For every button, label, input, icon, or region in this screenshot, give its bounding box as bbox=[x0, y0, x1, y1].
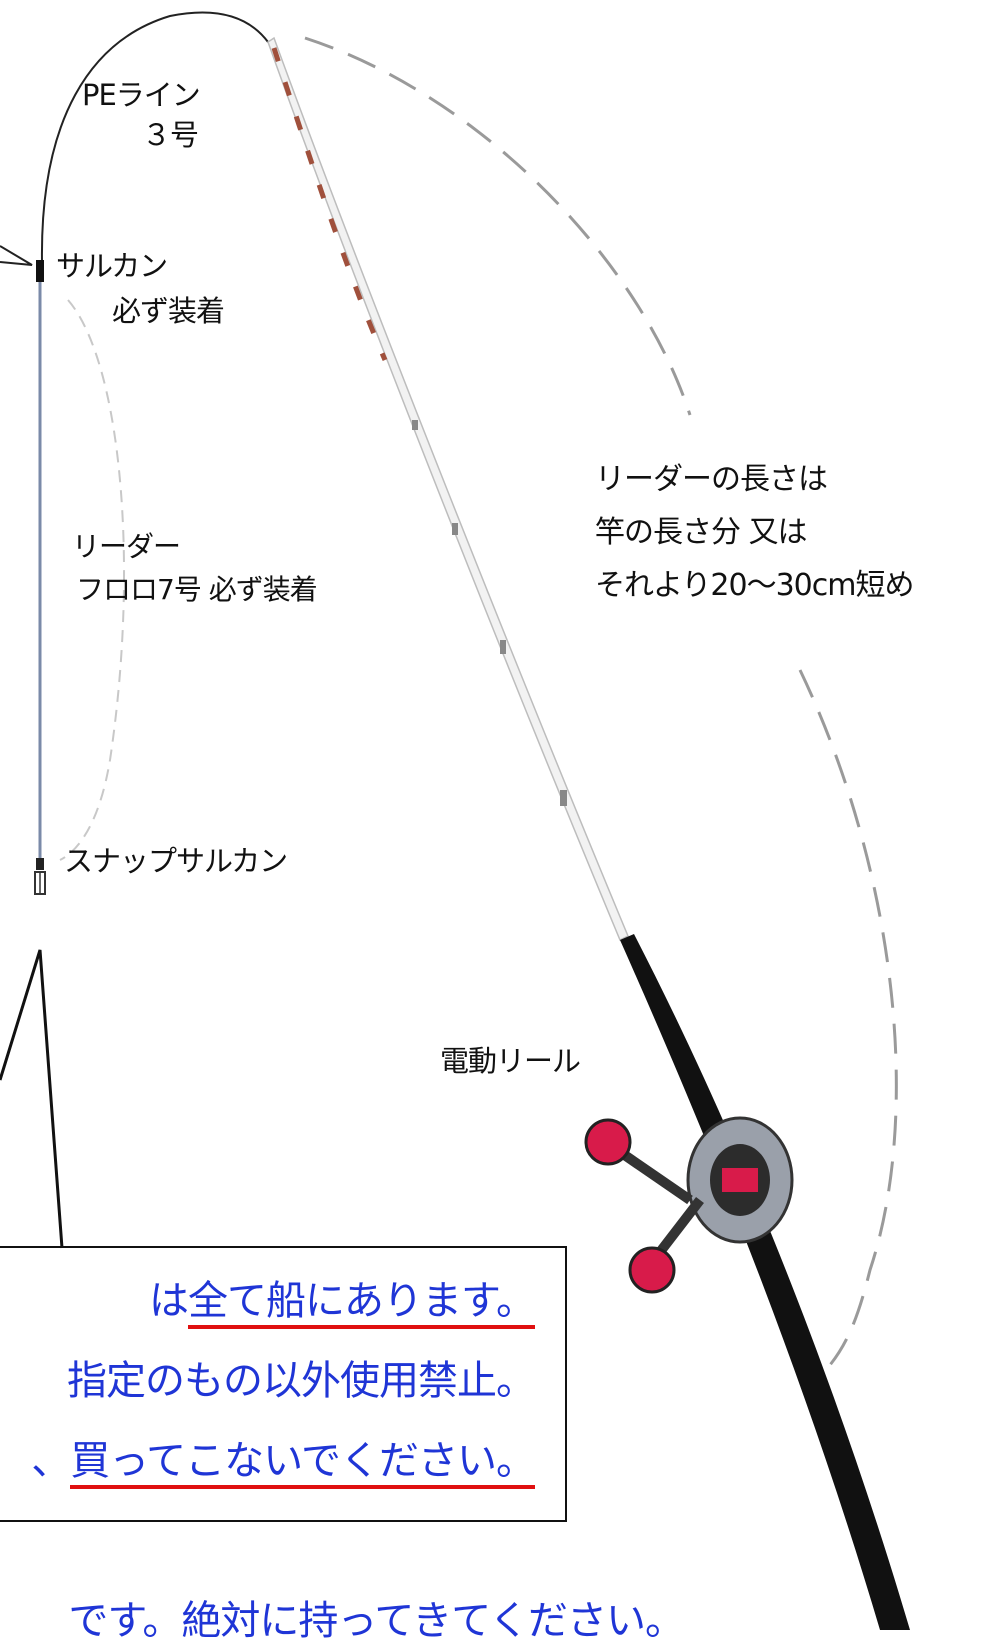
rod-tip-marks bbox=[271, 47, 388, 362]
rod-blank bbox=[267, 36, 629, 942]
pointer-arrow bbox=[0, 245, 33, 266]
leader-guide-dashed bbox=[59, 299, 126, 861]
leader-length-dashed-arc bbox=[304, 36, 692, 416]
snap-swivel-label: スナップサルカン bbox=[64, 844, 288, 878]
callout-line-3-underlined: 買ってこないでください。 bbox=[70, 1438, 536, 1489]
leader-length-line2: 竿の長さ分 又は bbox=[595, 515, 808, 550]
swivel-label: サルカン bbox=[56, 249, 168, 283]
pe-line-label: PEライン bbox=[82, 78, 201, 112]
callout-box: は全て船にあります。 指定のもの以外使用禁止。 、買ってこないでください。 bbox=[0, 1246, 567, 1522]
electric-reel bbox=[584, 1116, 794, 1294]
leader-length-line3: それより20〜30cm短め bbox=[595, 568, 914, 603]
reel-handle-knob-top bbox=[584, 1118, 632, 1166]
snap-swivel bbox=[34, 858, 46, 895]
callout-line-2: 指定のもの以外使用禁止。 bbox=[67, 1358, 536, 1404]
callout-pointer bbox=[0, 949, 64, 1249]
bottom-note: です。絶対に持ってきてください。 bbox=[68, 1598, 685, 1644]
rod-handle bbox=[620, 934, 910, 1630]
leader-length-line1: リーダーの長さは bbox=[595, 462, 828, 497]
leader-label: リーダー bbox=[72, 530, 181, 563]
callout-line-1: は全て船にあります。 bbox=[149, 1268, 536, 1329]
callout-line-1-underlined: 全て船にあります。 bbox=[188, 1278, 536, 1329]
electric-reel-label: 電動リール bbox=[440, 1044, 581, 1078]
callout-line-1-prefix: は bbox=[149, 1278, 189, 1324]
pe-line-size-label: ３号 bbox=[142, 118, 199, 152]
rod-guides bbox=[412, 420, 567, 806]
swivel bbox=[36, 260, 44, 282]
leader-length-dashed-arc-lower bbox=[798, 669, 898, 1366]
callout-line-3-prefix: 、 bbox=[31, 1438, 71, 1484]
reel-handle-knob-bottom bbox=[628, 1246, 676, 1294]
leader-spec-label: フロロ7号 必ず装着 bbox=[76, 573, 318, 606]
pe-line bbox=[40, 11, 269, 263]
callout-line-3: 、買ってこないでください。 bbox=[31, 1428, 536, 1489]
swivel-required-label: 必ず装着 bbox=[112, 294, 225, 328]
